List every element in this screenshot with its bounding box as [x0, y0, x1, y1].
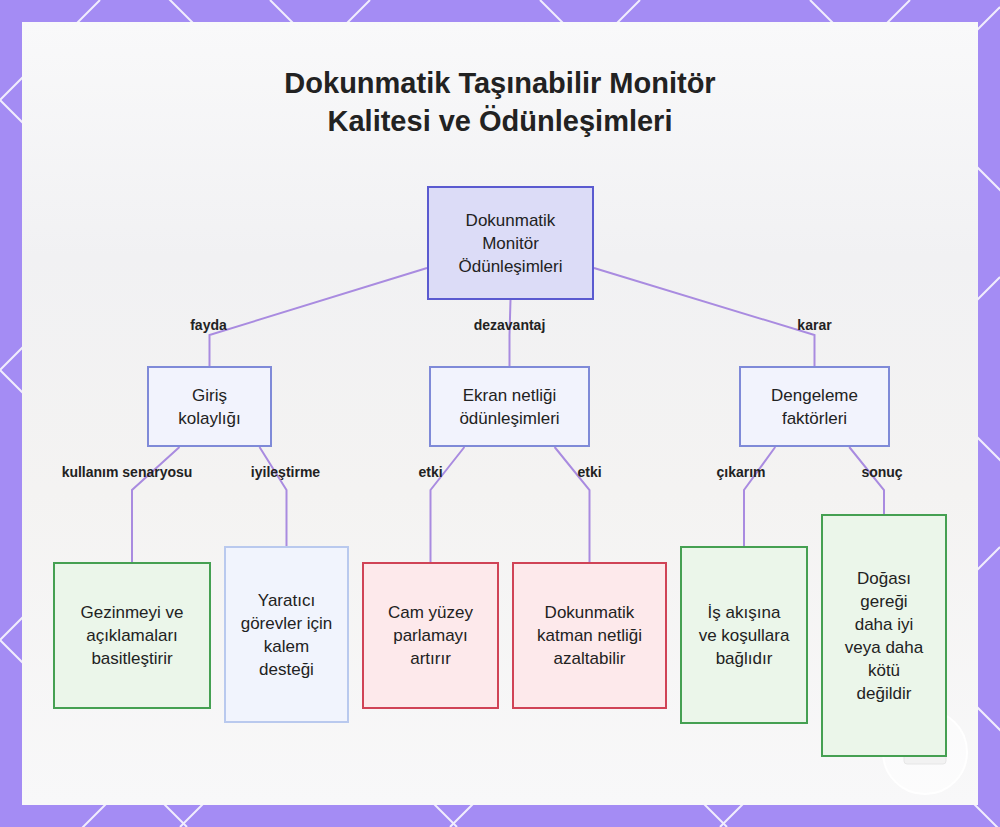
node-text: Yaratıcı görevler için kalem desteği	[240, 589, 333, 681]
process-box: Cam yüzey parlamayı artırır	[362, 562, 499, 709]
edge-label: kullanım senaryosu	[62, 464, 193, 480]
process-box: Yaratıcı görevler için kalem desteği	[224, 546, 349, 723]
process-box: Dokunmatik katman netliği azaltabilir	[512, 562, 667, 709]
connector-line	[260, 447, 287, 546]
node-text: Ekran netliği ödünleşimleri	[445, 384, 574, 430]
node-text: Dengeleme faktörleri	[755, 384, 874, 430]
diagram-title: Dokunmatik Taşınabilir Monitör Kalitesi …	[0, 64, 1000, 140]
process-box: Giriş kolaylığı	[147, 366, 272, 447]
title-text: Dokunmatik Taşınabilir Monitör Kalitesi …	[265, 64, 735, 140]
process-box: İş akışına ve koşullara bağlıdır	[680, 546, 808, 724]
node-text: Gezinmeyi ve açıklamaları basitleştirir	[75, 601, 189, 670]
process-box: Doğası gereği daha iyi veya daha kötü de…	[821, 514, 947, 757]
connector-line	[510, 300, 511, 366]
process-box: Dengeleme faktörleri	[739, 366, 890, 447]
process-box: Gezinmeyi ve açıklamaları basitleştirir	[53, 562, 211, 709]
connector-line	[849, 447, 884, 514]
process-box: Ekran netliği ödünleşimleri	[429, 366, 590, 447]
process-box: Dokunmatik Monitör Ödünleşimleri	[427, 186, 594, 300]
edge-label: fayda	[190, 317, 227, 333]
node-text: Dokunmatik Monitör Ödünleşimleri	[441, 209, 580, 278]
edge-label: sonuç	[861, 464, 902, 480]
node-text: Giriş kolaylığı	[171, 384, 248, 430]
node-text: İş akışına ve koşullara bağlıdır	[698, 601, 790, 670]
edge-label: çıkarım	[716, 464, 765, 480]
edge-label: iyileştirme	[251, 464, 320, 480]
edge-label: dezavantaj	[474, 317, 546, 333]
edge-label: etki	[418, 464, 442, 480]
connector-line	[594, 268, 815, 366]
connector-line	[210, 268, 428, 366]
node-text: Dokunmatik katman netliği azaltabilir	[536, 601, 643, 670]
node-text: Cam yüzey parlamayı artırır	[386, 601, 475, 670]
edge-label: karar	[797, 317, 831, 333]
edge-label: etki	[577, 464, 601, 480]
connector-line	[744, 447, 775, 546]
node-text: Doğası gereği daha iyi veya daha kötü de…	[841, 567, 927, 705]
